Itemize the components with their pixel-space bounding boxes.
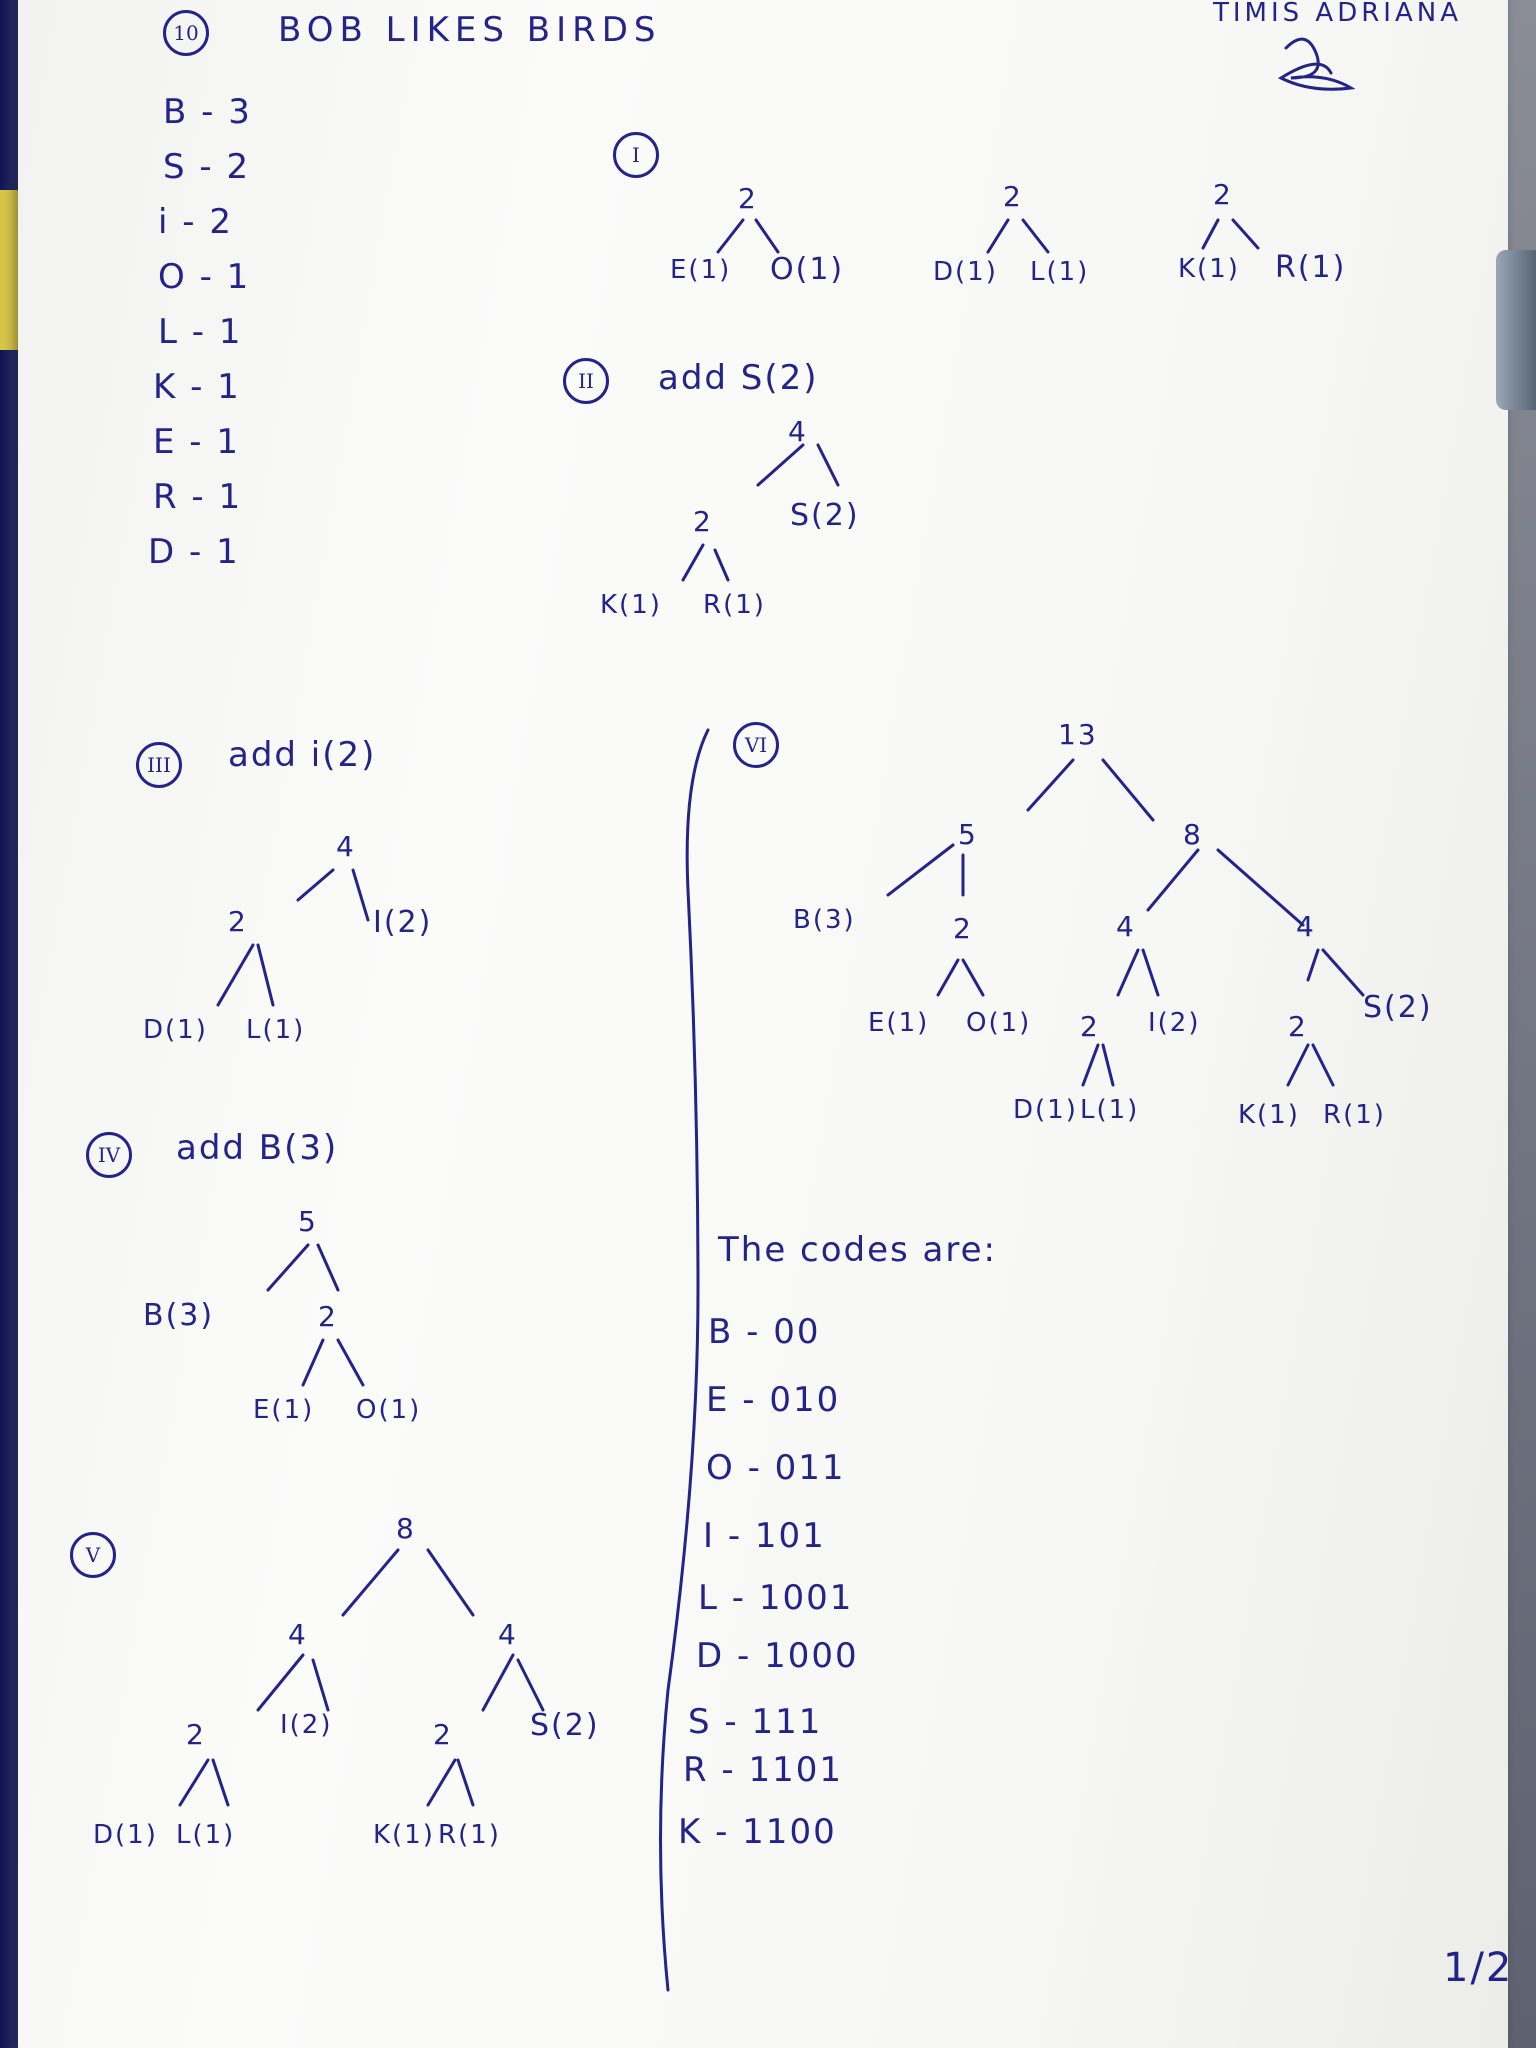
tree-leaf: B(3): [793, 905, 856, 935]
tree-node: 2: [1080, 1010, 1100, 1043]
tree-node: 2: [228, 905, 248, 938]
tree-node: 5: [298, 1205, 318, 1238]
step-caption: add i(2): [228, 735, 377, 775]
tree-leaf: L(1): [176, 1820, 236, 1850]
tree-leaf: L(1): [1080, 1095, 1140, 1125]
tree-node: 4: [1296, 910, 1316, 943]
step-mark: II: [563, 358, 609, 404]
tree-leaf: O(1): [770, 252, 845, 287]
step-mark: V: [70, 1532, 116, 1578]
tree-node: 2: [1213, 178, 1233, 211]
paper-sheet: 10 BOB LIKES BIRDS TIMIS ADRIANA B - 3 S…: [18, 0, 1511, 2048]
freq-item: D - 1: [148, 532, 240, 572]
tree-node: 2: [1003, 180, 1023, 213]
tree-leaf: O(1): [966, 1008, 1032, 1038]
tree-node: 13: [1058, 718, 1098, 751]
tree-leaf: K(1): [1178, 254, 1240, 284]
freq-item: B - 3: [163, 92, 252, 132]
tree-leaf: R(1): [1323, 1100, 1386, 1130]
codes-heading: The codes are:: [718, 1230, 997, 1270]
tree-leaf: R(1): [438, 1820, 501, 1850]
tree-node: 5: [958, 818, 978, 851]
freq-item: E - 1: [153, 422, 240, 462]
tree-leaf: E(1): [253, 1395, 315, 1425]
freq-item: S - 2: [163, 147, 251, 187]
step-mark: III: [136, 742, 182, 788]
frequency-list: B - 3 S - 2 i - 2 O - 1 L - 1 K - 1 E - …: [148, 92, 373, 592]
tree-node: 8: [396, 1512, 416, 1545]
author-name: TIMIS ADRIANA: [1213, 0, 1462, 28]
tree-leaf: S(2): [1363, 990, 1433, 1025]
tree-leaf: R(1): [1275, 250, 1347, 285]
tree-node: 4: [788, 415, 808, 448]
code-item: K - 1100: [678, 1812, 837, 1852]
tree-leaf: I(2): [1148, 1008, 1201, 1038]
code-item: B - 00: [708, 1312, 821, 1352]
tree-node: 2: [693, 505, 713, 538]
freq-item: O - 1: [158, 257, 251, 297]
tree-node: 8: [1183, 818, 1203, 851]
code-item: R - 1101: [683, 1750, 844, 1790]
tree-node: 4: [288, 1618, 308, 1651]
tree-leaf: B(3): [143, 1298, 215, 1333]
step-mark: I: [613, 132, 659, 178]
code-item: E - 010: [706, 1380, 841, 1420]
freq-item: K - 1: [153, 367, 241, 407]
page-number: 1/2: [1443, 1945, 1514, 1991]
tree-leaf: L(1): [1030, 257, 1090, 287]
tree-leaf: L(1): [246, 1015, 306, 1045]
tree-node: 2: [318, 1300, 338, 1333]
code-item: L - 1001: [698, 1578, 854, 1618]
tree-leaf: E(1): [868, 1008, 930, 1038]
tree-node: 4: [498, 1618, 518, 1651]
tree-leaf: D(1): [143, 1015, 208, 1045]
problem-number-circle: 10: [163, 10, 209, 56]
step-mark: IV: [86, 1132, 132, 1178]
code-item: D - 1000: [696, 1636, 859, 1676]
tree-leaf: D(1): [1013, 1095, 1078, 1125]
freq-item: i - 2: [158, 202, 233, 242]
freq-item: L - 1: [158, 312, 243, 352]
freq-item: R - 1: [153, 477, 243, 517]
device-edge: [1496, 250, 1536, 410]
tree-node: 4: [336, 830, 356, 863]
tree-leaf: D(1): [933, 257, 998, 287]
tree-edges: [178, 218, 1365, 1992]
page-title: BOB LIKES BIRDS: [278, 10, 662, 50]
code-item: S - 111: [688, 1702, 823, 1742]
step-caption: add B(3): [176, 1128, 339, 1168]
tree-leaf: I(2): [280, 1710, 333, 1740]
step-mark: VI: [733, 722, 779, 768]
code-item: O - 011: [706, 1448, 846, 1488]
tree-node: 2: [953, 912, 973, 945]
code-item: I - 101: [703, 1516, 826, 1556]
tree-leaf: S(2): [790, 498, 860, 533]
tree-leaf: K(1): [1238, 1100, 1300, 1130]
tree-node: 2: [433, 1718, 453, 1751]
tree-leaf: D(1): [93, 1820, 158, 1850]
tree-leaf: I(2): [373, 905, 433, 940]
tree-leaf: K(1): [373, 1820, 435, 1850]
tree-leaf: E(1): [670, 255, 732, 285]
step-caption: add S(2): [658, 358, 819, 398]
tree-node: 2: [738, 182, 758, 215]
tree-leaf: O(1): [356, 1395, 422, 1425]
tree-node: 2: [1288, 1010, 1308, 1043]
tree-leaf: K(1): [600, 590, 662, 620]
yellow-object: [0, 190, 22, 350]
tree-leaf: S(2): [530, 1708, 600, 1743]
tree-leaf: R(1): [703, 590, 766, 620]
tree-node: 4: [1116, 910, 1136, 943]
tree-node: 2: [186, 1718, 206, 1751]
